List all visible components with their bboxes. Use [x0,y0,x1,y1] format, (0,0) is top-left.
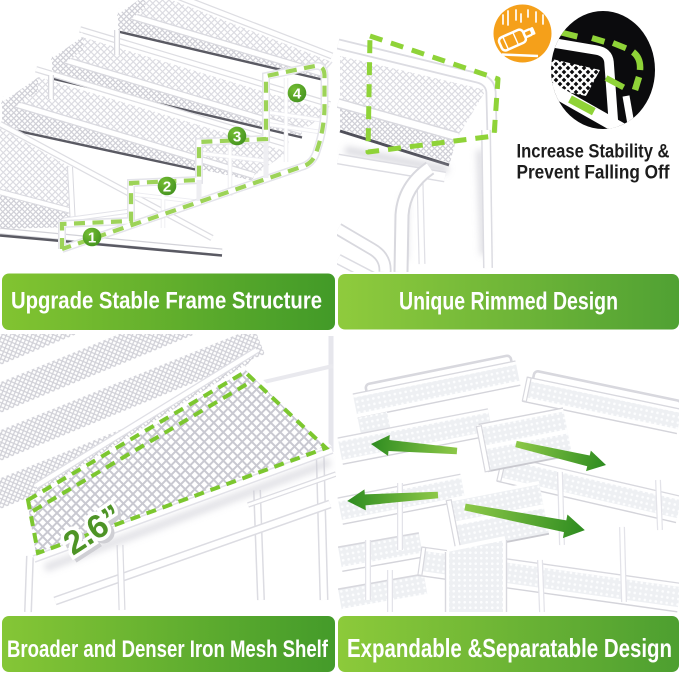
svg-text:4: 4 [293,86,302,103]
svg-text:1: 1 [88,230,96,247]
svg-text:Increase Stability &: Increase Stability & [517,142,670,163]
svg-text:Upgrade Stable Frame Structure: Upgrade Stable Frame Structure [11,288,322,315]
svg-text:3: 3 [233,129,241,146]
svg-text:2: 2 [163,179,171,196]
svg-text:Broader and Denser Iron Mesh S: Broader and Denser Iron Mesh Shelf [7,636,329,663]
svg-text:Prevent Falling Off: Prevent Falling Off [517,163,671,184]
svg-text:Expandable &Separatable Design: Expandable &Separatable Design [347,633,672,663]
svg-text:Unique Rimmed Design: Unique Rimmed Design [399,288,618,316]
